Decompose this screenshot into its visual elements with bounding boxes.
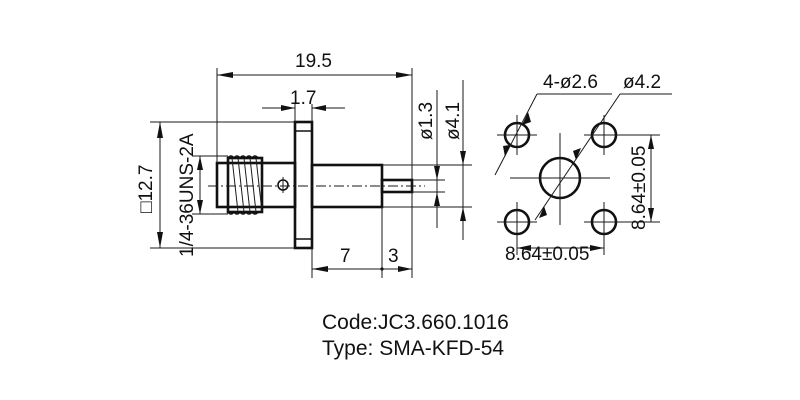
label-hole-spacing-horizontal: 8.64±0.05: [505, 244, 589, 265]
dim-body-length-label: 7: [340, 246, 351, 267]
label-mount-holes: 4-ø2.6: [543, 72, 598, 93]
dim-overall-length-label: 19.5: [295, 51, 332, 72]
dim-hole-spacing-horizontal: 8.64±0.05: [505, 244, 604, 265]
dim-pin-diameter: ø1.3: [412, 90, 445, 228]
dim-body-diameter: ø4.1: [382, 80, 472, 240]
dim-pin-diameter-label: ø1.3: [416, 102, 437, 140]
mount-hole-top-left: [497, 115, 537, 155]
dim-flange-square-label: □12.7: [136, 165, 157, 213]
side-view: 19.5 1.7 □12.7 1/4-36U: [136, 51, 472, 278]
dim-flange-thickness: 1.7: [262, 88, 345, 122]
label-center-hole: ø4.2: [623, 72, 661, 93]
dim-overall-length: 19.5: [216, 51, 413, 278]
dim-thread: 1/4-36UNS-2A: [177, 133, 228, 257]
threaded-body: [215, 155, 297, 215]
label-hole-spacing-vertical: 8.64±0.05: [629, 146, 650, 230]
dim-thread-label: 1/4-36UNS-2A: [177, 133, 198, 257]
dim-flange-thickness-label: 1.7: [290, 88, 316, 109]
product-code: Code:JC3.660.1016: [322, 311, 509, 334]
product-type: Type: SMA-KFD-54: [322, 337, 505, 360]
leader-mount-holes: 4-ø2.6: [494, 72, 612, 176]
dim-body-diameter-label: ø4.1: [443, 102, 464, 140]
front-view: 4-ø2.6 ø4.2 8.64±0.05 8.64±0.05: [494, 72, 672, 265]
dim-pin-length-label: 3: [388, 246, 399, 267]
crosshair-mark: [277, 177, 289, 193]
dim-body-pin-length: 7 3: [311, 207, 412, 278]
mount-hole-bottom-left: [497, 202, 537, 255]
center-hole: [510, 133, 610, 225]
leader-center-hole: ø4.2: [534, 72, 672, 221]
dim-flange-square: □12.7: [136, 121, 295, 249]
flange: [293, 120, 314, 250]
mount-hole-bottom-right: [584, 202, 660, 255]
dim-hole-spacing-vertical: 8.64±0.05: [629, 135, 654, 230]
